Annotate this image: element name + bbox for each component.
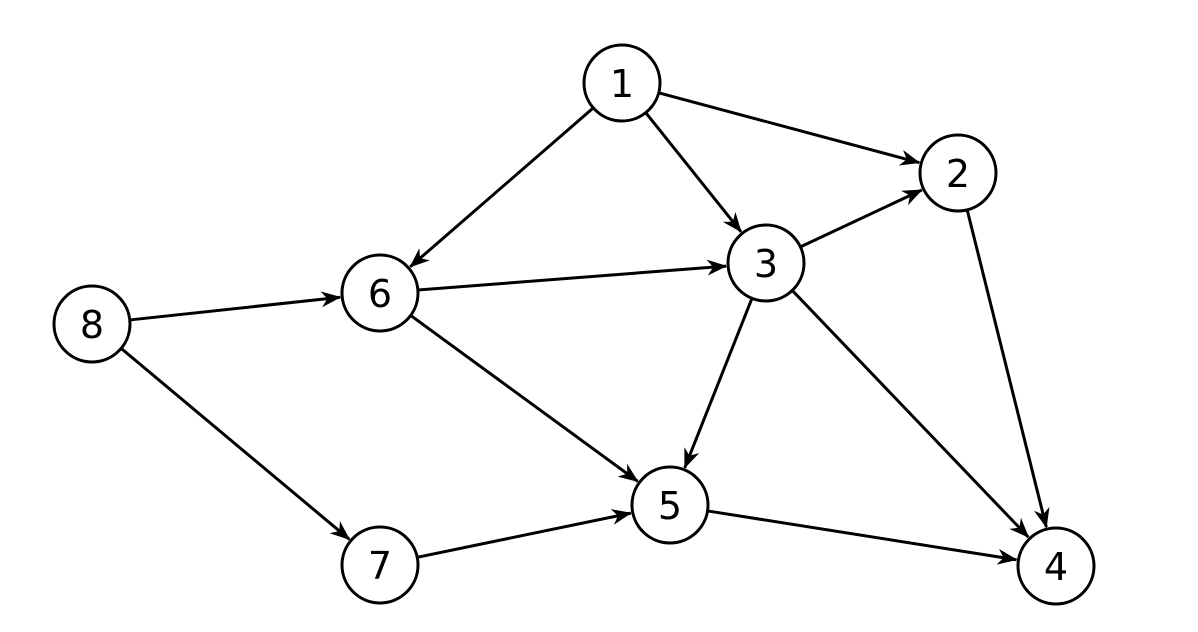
- node-5: 5: [630, 465, 710, 545]
- edge-7-to-5: [416, 509, 632, 559]
- edges-layer: [120, 91, 1050, 565]
- node-label: 5: [658, 484, 682, 528]
- edge-3-to-2: [799, 188, 923, 249]
- node-label: 2: [946, 152, 970, 196]
- edge-1-to-3: [644, 111, 743, 233]
- edge-8-to-7: [120, 347, 351, 541]
- node-label: 7: [368, 544, 392, 588]
- node-circle: [52, 284, 132, 364]
- node-circle: [340, 525, 420, 605]
- edge-3-to-5: [683, 297, 754, 469]
- node-circle: [918, 133, 998, 213]
- node-circle: [582, 43, 662, 123]
- node-label: 3: [754, 242, 778, 286]
- node-4: 4: [1016, 526, 1096, 606]
- node-1: 1: [582, 43, 662, 123]
- edge-1-to-2: [658, 91, 921, 166]
- edge-5-to-4: [707, 509, 1018, 565]
- node-8: 8: [52, 284, 132, 364]
- nodes-layer: 1 2 3 4 5 6 7 8: [52, 43, 1096, 606]
- node-label: 8: [80, 303, 104, 347]
- node-7: 7: [340, 525, 420, 605]
- edge-2-to-4: [965, 209, 1050, 529]
- node-2: 2: [918, 133, 998, 213]
- node-label: 4: [1044, 545, 1068, 589]
- edge-3-to-4: [791, 289, 1030, 539]
- node-3: 3: [726, 223, 806, 303]
- edge-8-to-6: [129, 291, 342, 322]
- node-circle: [1016, 526, 1096, 606]
- node-label: 6: [368, 272, 392, 316]
- node-6: 6: [340, 253, 420, 333]
- node-circle: [340, 253, 420, 333]
- node-circle: [630, 465, 710, 545]
- edge-1-to-6: [409, 106, 595, 268]
- edge-6-to-3: [417, 259, 728, 292]
- node-label: 1: [610, 62, 634, 106]
- edge-6-to-5: [409, 314, 639, 483]
- node-circle: [726, 223, 806, 303]
